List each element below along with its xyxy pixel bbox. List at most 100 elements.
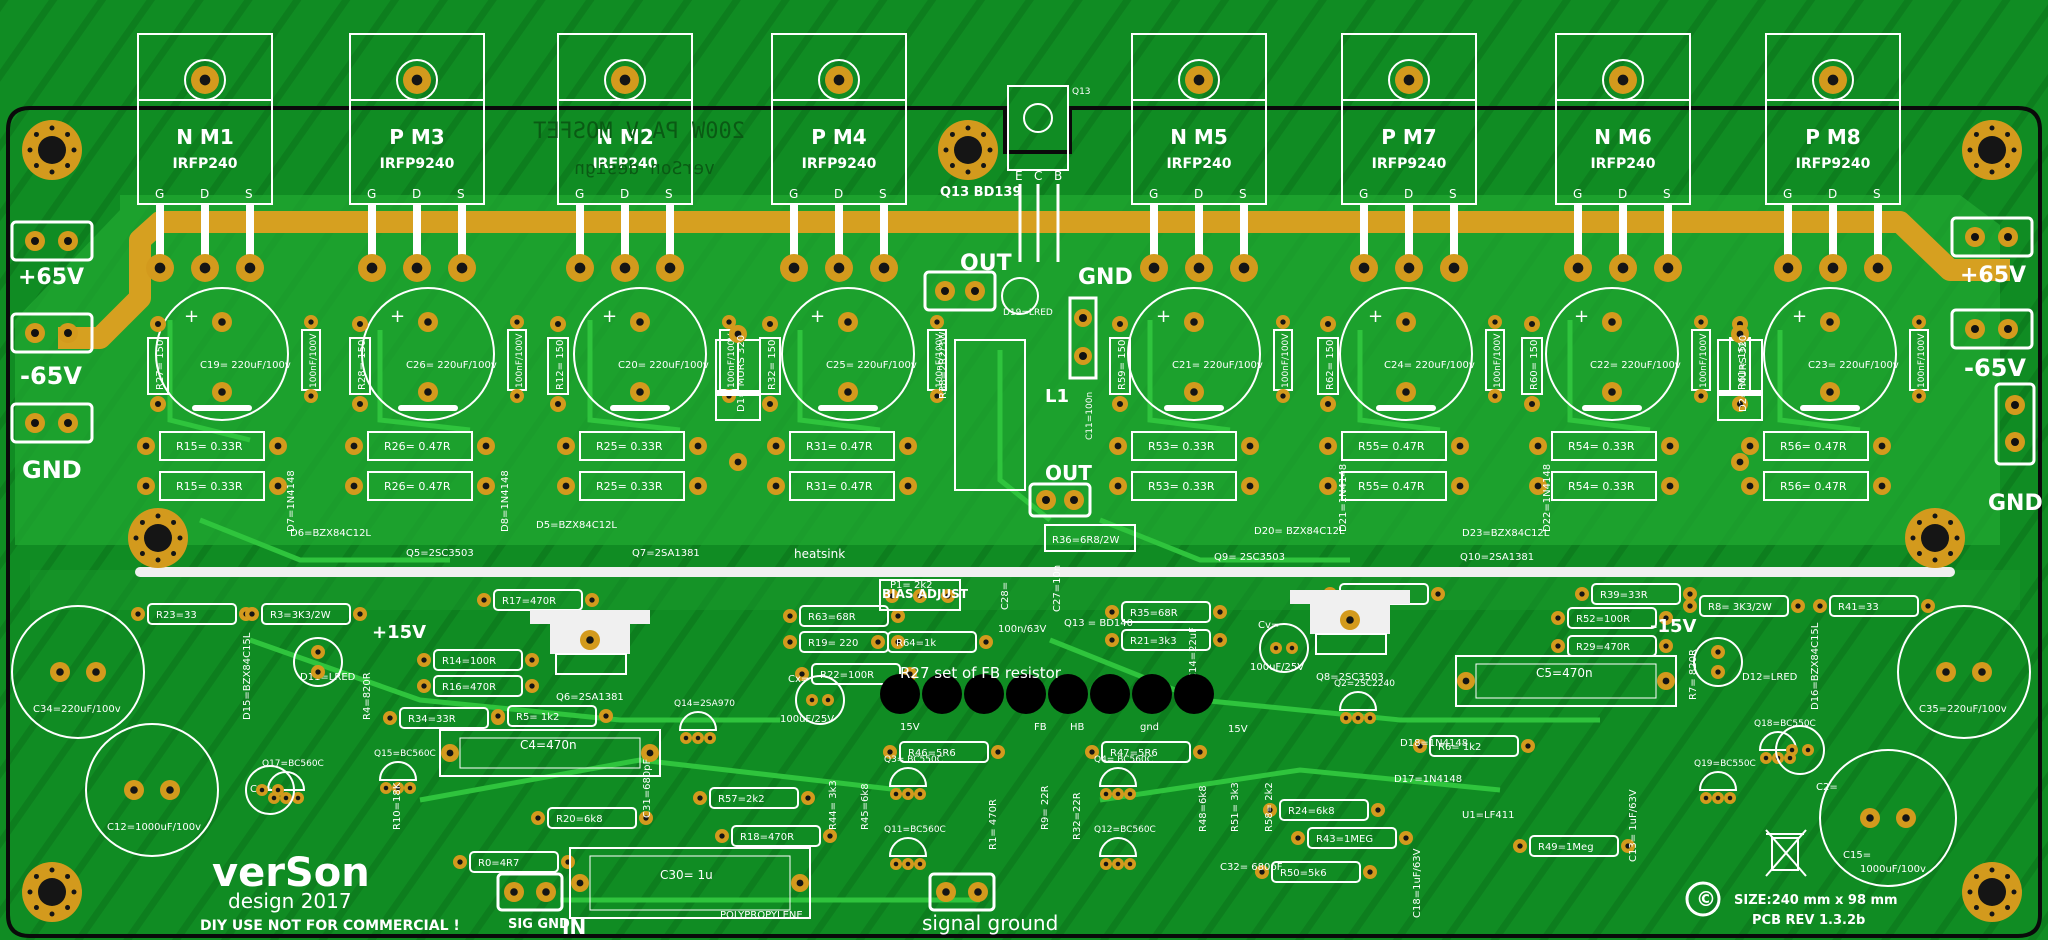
bulk-capacitor: C35=220uF/100v xyxy=(1897,605,2031,739)
res-pad xyxy=(1241,437,1259,455)
res-pad xyxy=(557,477,575,495)
transistor-pin-pad xyxy=(870,254,898,282)
svg-text:+: + xyxy=(390,306,405,327)
svg-text:U1=LF411: U1=LF411 xyxy=(1462,810,1514,821)
pin xyxy=(1700,792,1712,804)
source-resistor: R31= 0.47R xyxy=(767,431,917,461)
transistor-pin-pad xyxy=(825,254,853,282)
mounting-pad xyxy=(1185,66,1213,94)
svg-text:D: D xyxy=(1618,187,1627,201)
svg-text:Q13 = BD140: Q13 = BD140 xyxy=(1064,618,1133,629)
source-resistor: R15= 0.33R xyxy=(137,471,287,501)
svg-text:R6= 1k2: R6= 1k2 xyxy=(1438,742,1481,753)
svg-text:E: E xyxy=(1015,169,1023,183)
svg-text:Q12=BC560C: Q12=BC560C xyxy=(1094,825,1156,835)
svg-text:R17=470R: R17=470R xyxy=(502,596,556,607)
heatsink-label: heatsink xyxy=(794,547,845,561)
res-pad xyxy=(1661,477,1679,495)
svg-text:D: D xyxy=(412,187,421,201)
transistor-id: P M3 xyxy=(389,125,444,149)
electrolytic-cap xyxy=(1259,623,1309,673)
cap-pad xyxy=(1860,808,1880,828)
res-pad xyxy=(801,791,815,805)
source-resistor: R56= 0.47R xyxy=(1741,431,1891,461)
svg-text:R22=100R: R22=100R xyxy=(820,670,874,681)
res-pad xyxy=(550,396,566,412)
svg-text:D1= MURS 320: D1= MURS 320 xyxy=(736,335,747,412)
svg-text:D11=LRED: D11=LRED xyxy=(300,672,356,683)
branding: verSon design 2017 DIY USE NOT FOR COMME… xyxy=(200,829,1898,939)
smallcap-pad xyxy=(304,315,318,329)
source-resistor: R25= 0.33R xyxy=(557,431,707,461)
bias-trimpot[interactable]: P1= 2k2 xyxy=(879,579,961,611)
pad xyxy=(536,882,556,902)
resistor-label: R25= 0.33R xyxy=(596,440,663,453)
res-pad xyxy=(269,437,287,455)
transistor-q19: Q19=BC550C xyxy=(1694,759,1756,804)
transistor-id: N M5 xyxy=(1170,125,1228,149)
svg-text:G: G xyxy=(367,187,376,201)
led xyxy=(1693,637,1743,687)
svg-text:100nF/100V: 100nF/100V xyxy=(1281,333,1291,388)
res-pad xyxy=(1661,437,1679,455)
pin xyxy=(380,782,392,794)
res-pad xyxy=(345,477,363,495)
res-pad xyxy=(345,437,363,455)
svg-text:D: D xyxy=(1828,187,1837,201)
res-pad xyxy=(1529,437,1547,455)
resistor-r24: R24=6k8 xyxy=(1263,799,1385,821)
svg-text:FB: FB xyxy=(1034,722,1047,733)
svg-text:S: S xyxy=(457,187,465,201)
left-power-connectors: +65V -65V GND xyxy=(10,220,94,484)
cap-pad xyxy=(630,312,650,332)
svg-text:1000uF/100v: 1000uF/100v xyxy=(1860,864,1926,875)
svg-text:G: G xyxy=(1149,187,1158,201)
transistor-pin-pad xyxy=(1564,254,1592,282)
transistor-part: IRFP9240 xyxy=(802,156,877,172)
res-pad xyxy=(823,829,837,843)
svg-text:R21=3k3: R21=3k3 xyxy=(1130,636,1177,647)
res-pad xyxy=(525,653,539,667)
bulk-capacitor: C34=220uF/100v xyxy=(11,605,145,739)
svg-text:Cx=: Cx= xyxy=(788,674,809,685)
svg-text:L1: L1 xyxy=(1045,386,1069,407)
res-pad xyxy=(1513,839,1527,853)
svg-text:D2= MURS 320: D2= MURS 320 xyxy=(1738,335,1749,412)
cap-pad xyxy=(1972,662,1992,682)
cap-pad xyxy=(160,780,180,800)
capacitor-label: C19= 220uF/100v xyxy=(200,360,291,371)
middle-copper-pour xyxy=(30,570,2020,610)
svg-text:R63=68R: R63=68R xyxy=(808,612,856,623)
svg-text:C32= 680pF: C32= 680pF xyxy=(1220,862,1283,873)
led xyxy=(293,637,343,687)
resistor-label: R31= 0.47R xyxy=(806,440,873,453)
transistor-pin-pad xyxy=(146,254,174,282)
smallcap-pad xyxy=(510,315,524,329)
res-pad xyxy=(1320,396,1336,412)
svg-text:200W PA V MOSFET: 200W PA V MOSFET xyxy=(533,119,745,144)
svg-text:D: D xyxy=(620,187,629,201)
svg-text:R36=6R8/2W: R36=6R8/2W xyxy=(1052,535,1119,546)
svg-text:Q17=BC560C: Q17=BC560C xyxy=(262,759,324,769)
res-pad xyxy=(1241,477,1259,495)
res-pad xyxy=(783,609,797,623)
res-pad xyxy=(639,811,653,825)
svg-text:B: B xyxy=(1054,169,1062,183)
right-plus65-label: +65V xyxy=(1960,263,2026,288)
res-pad xyxy=(693,791,707,805)
smallcap-pad xyxy=(510,389,524,403)
svg-text:C5=470n: C5=470n xyxy=(1536,666,1593,680)
svg-text:R28= 150: R28= 150 xyxy=(357,340,368,390)
svg-text:G: G xyxy=(155,187,164,201)
pin xyxy=(292,792,304,804)
resistor-r41: R41=33 xyxy=(1813,595,1935,617)
svg-text:G: G xyxy=(575,187,584,201)
res-pad xyxy=(1659,611,1673,625)
svg-text:C12=1000uF/100v: C12=1000uF/100v xyxy=(107,822,201,833)
svg-text:R9= 22R: R9= 22R xyxy=(1040,785,1051,830)
